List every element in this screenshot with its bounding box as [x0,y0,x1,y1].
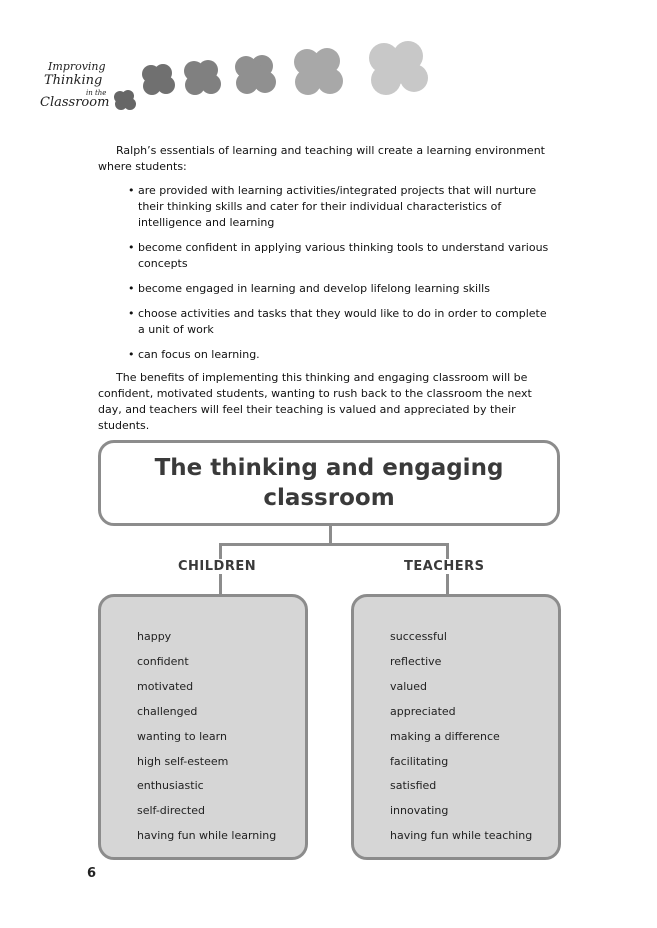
list-item: valued [390,679,428,693]
list-item: choose activities and tasks that they wo… [128,306,553,338]
list-item: enthusiastic [137,779,204,793]
list-item: happy [137,630,172,643]
list-item: become engaged in learning and develop l… [128,281,553,297]
logo-line-3: in the [86,89,107,97]
list-item: appreciated [390,704,456,718]
list-item: can focus on learning. [128,347,553,363]
children-list: happy confident motivated challenged wan… [137,625,276,849]
list-item: reflective [390,654,442,668]
children-heading: CHILDREN [174,559,261,574]
list-item: self-directed [137,804,205,818]
diagram-title-box: The thinking and engaging classroom [98,440,560,526]
list-item: successful [390,630,447,643]
list-item: innovating [390,804,449,818]
page-number: 6 [87,866,97,881]
teachers-heading: TEACHERS [400,559,489,574]
connector-stem [329,523,332,545]
list-item: wanting to learn [137,729,227,743]
logo-line-1: Improving [48,60,106,73]
list-item: become confident in applying various thi… [128,240,553,272]
list-item: challenged [137,704,198,718]
list-item: having fun while teaching [390,829,533,843]
cloud-icon [369,41,428,95]
cloud-icon [294,48,343,95]
cloud-icon [114,90,136,110]
list-item: facilitating [390,754,449,768]
series-logo: Improving Thinking in the Classroom [38,58,148,120]
list-item: having fun while learning [137,829,277,843]
list-item: satisfied [390,779,437,793]
diagram-title: The thinking and engaging classroom [154,455,504,511]
list-item: motivated [137,679,194,693]
logo-line-2: Thinking [44,73,103,88]
children-panel: happy confident motivated challenged wan… [98,594,308,860]
teachers-panel: successful reflective valued appreciated… [351,594,561,860]
list-item: making a difference [390,729,500,743]
list-item: high self-esteem [137,754,229,768]
logo-line-4: Classroom [40,95,110,110]
cloud-icon [235,55,276,94]
cloud-icon [184,60,221,95]
list-item: are provided with learning activities/in… [128,183,553,231]
intro-paragraph: Ralph’s essentials of learning and teach… [98,144,545,173]
cloud-icon [142,64,175,95]
list-item: confident [137,654,189,668]
conclusion-paragraph: The benefits of implementing this thinki… [98,371,532,432]
connector-bar [219,543,449,546]
student-outcomes-list: are provided with learning activities/in… [128,183,553,372]
teachers-list: successful reflective valued appreciated… [390,625,532,849]
